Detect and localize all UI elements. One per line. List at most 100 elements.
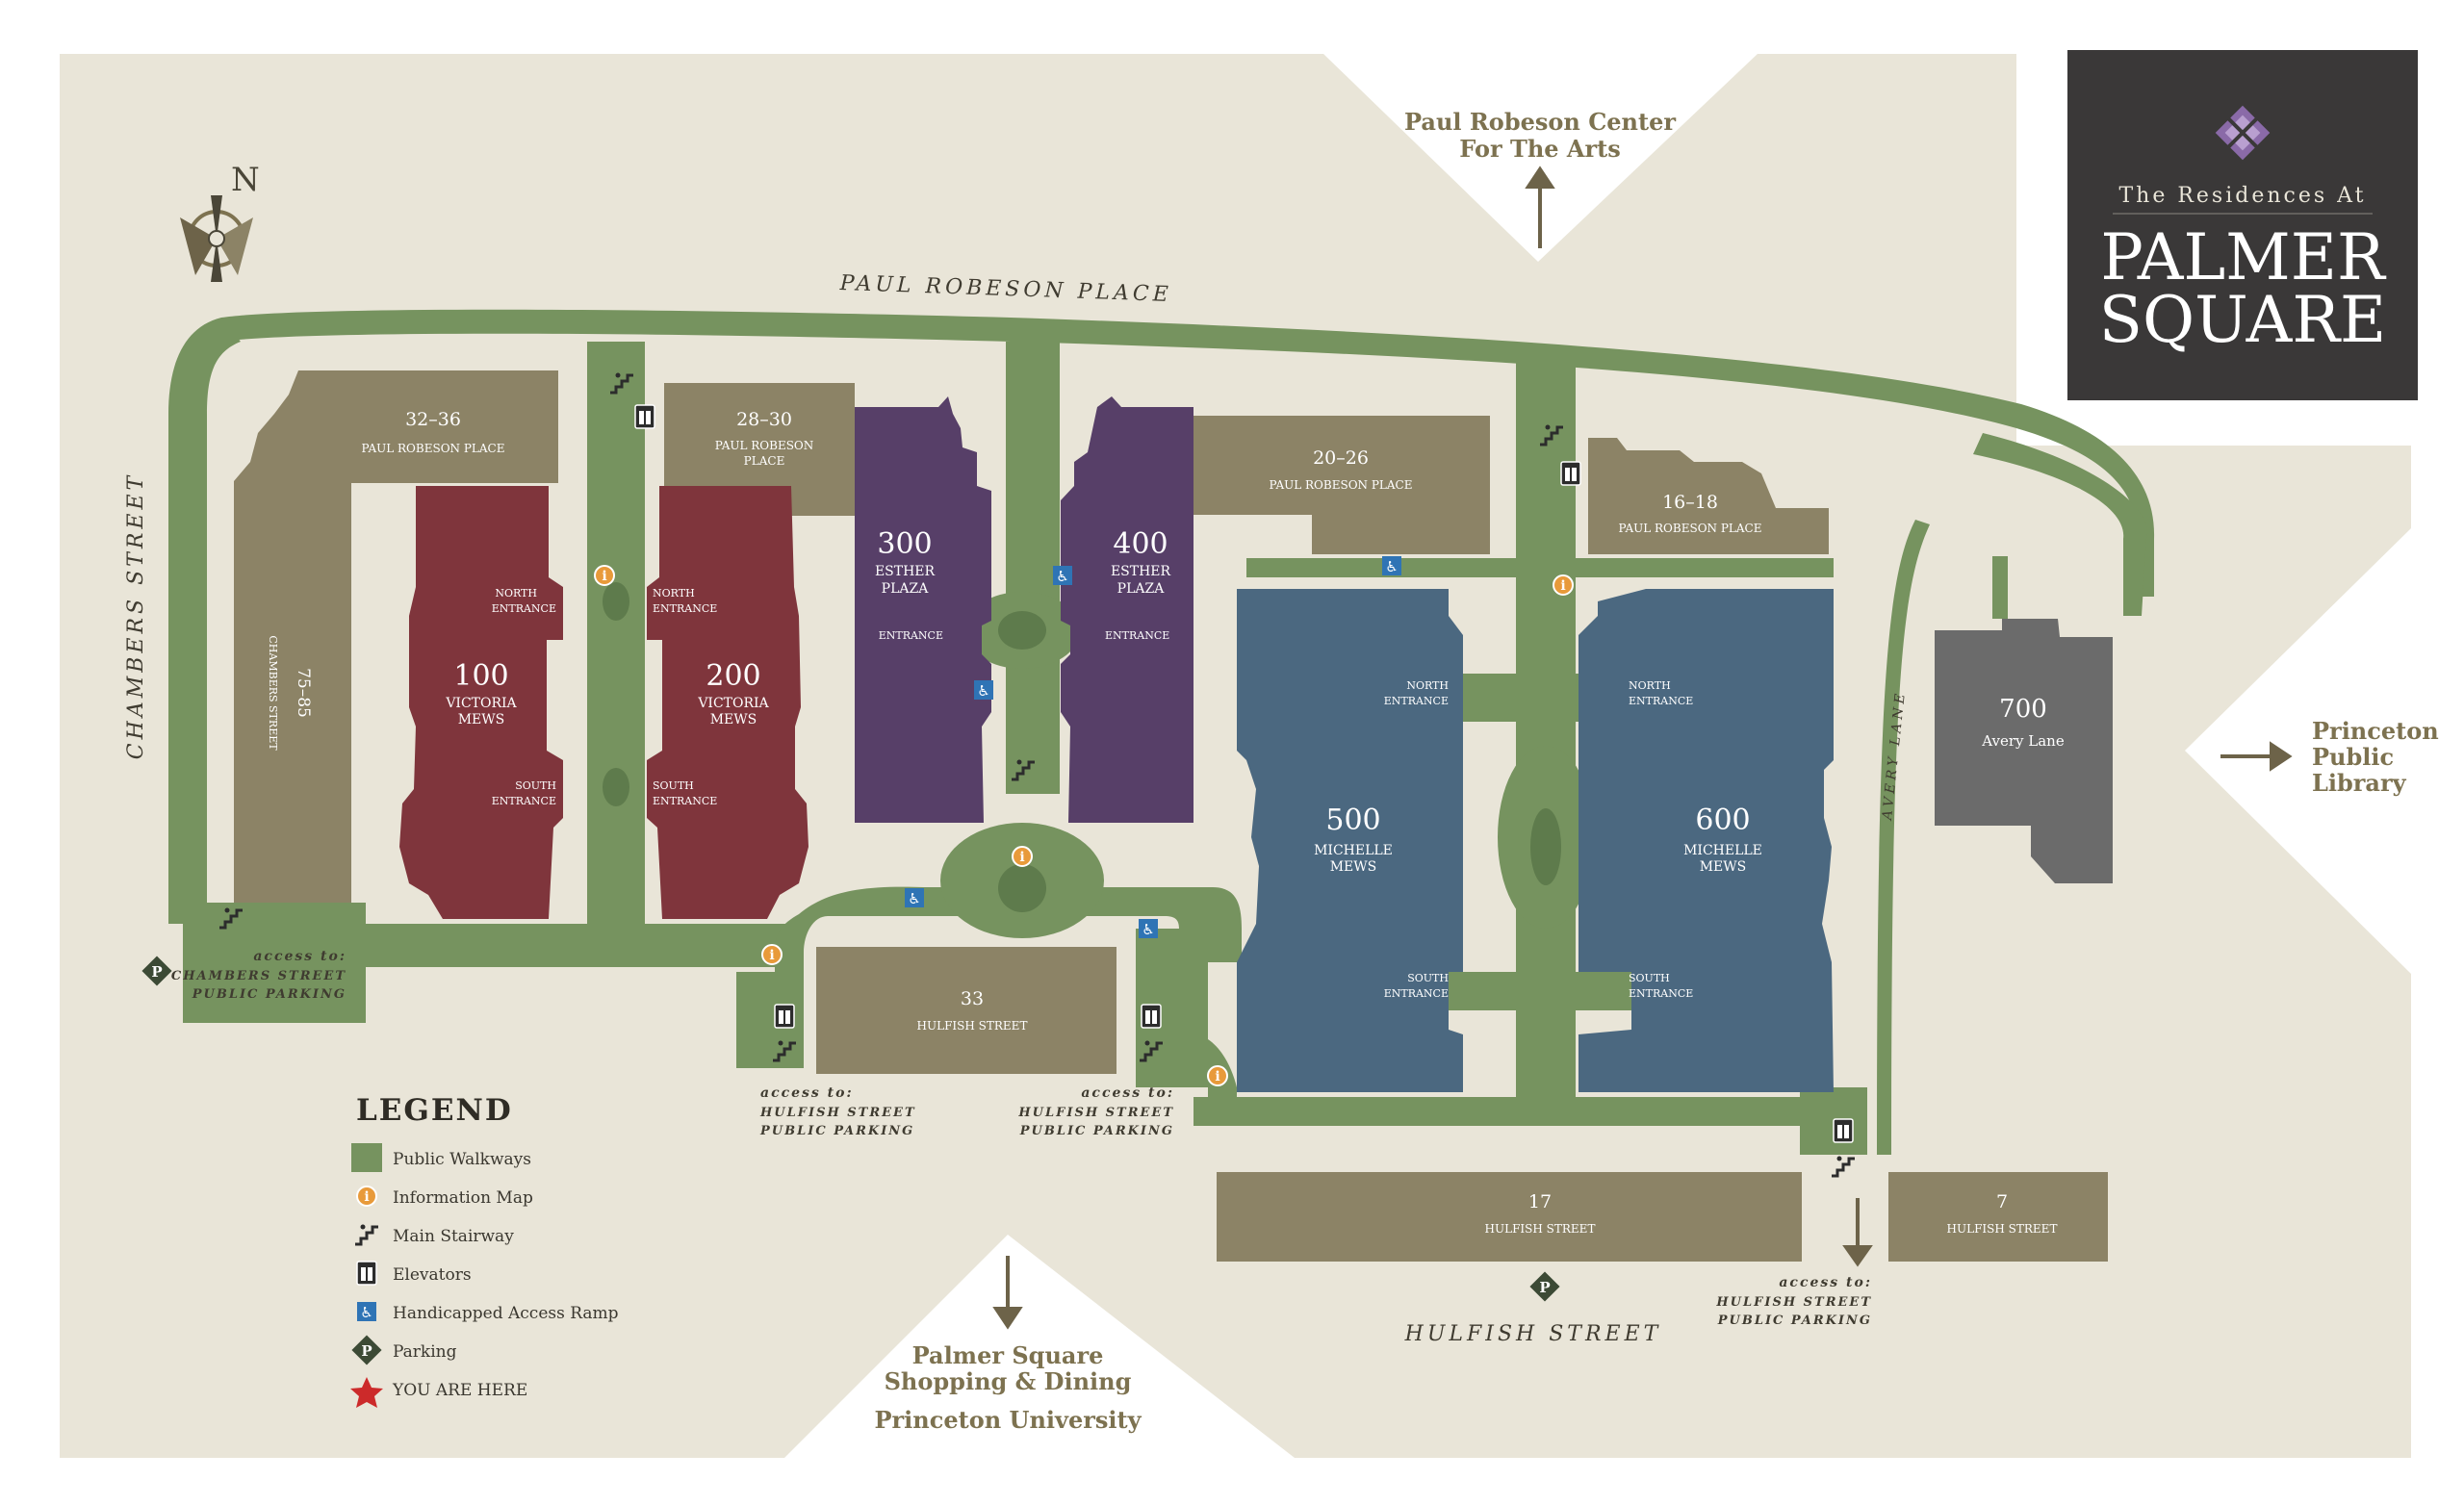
wheelchair-icon [1053, 566, 1072, 585]
building-32-36 [234, 370, 558, 903]
dest-library-1: Princeton [2312, 717, 2439, 745]
info-icon [1553, 574, 1574, 596]
dest-princeton: Princeton University [874, 1406, 1142, 1434]
dest-robeson-2: For The Arts [1459, 135, 1621, 163]
wheelchair-icon [974, 680, 993, 700]
svg-text:NORTH: NORTH [1629, 679, 1671, 692]
red-buildings [399, 486, 808, 919]
svg-text:MEWS: MEWS [710, 712, 757, 727]
svg-text:SOUTH: SOUTH [653, 779, 694, 792]
elevator-icon [634, 404, 655, 429]
svg-text:MICHELLE: MICHELLE [1314, 843, 1393, 858]
svg-text:700: 700 [1999, 695, 2047, 724]
svg-text:Main Stairway: Main Stairway [393, 1227, 514, 1246]
svg-text:PUBLIC PARKING: PUBLIC PARKING [1717, 1314, 1872, 1328]
svg-text:NORTH: NORTH [653, 587, 695, 599]
info-icon [356, 1186, 377, 1207]
svg-text:20–26: 20–26 [1313, 447, 1369, 469]
logo-line1: The Residences At [2118, 184, 2366, 208]
svg-text:HULFISH STREET: HULFISH STREET [1715, 1295, 1872, 1310]
svg-text:MEWS: MEWS [1700, 859, 1747, 875]
svg-text:CHAMBERS STREET: CHAMBERS STREET [171, 969, 346, 983]
svg-text:ENTRANCE: ENTRANCE [1629, 987, 1693, 1000]
svg-text:ENTRANCE: ENTRANCE [653, 602, 717, 615]
svg-text:HULFISH STREET: HULFISH STREET [759, 1106, 916, 1120]
beige-buildings [234, 370, 2108, 1262]
logo-line2: PALMER [2100, 220, 2387, 294]
svg-text:access to:: access to: [1081, 1085, 1174, 1101]
svg-text:100: 100 [453, 659, 508, 693]
svg-text:Information Map: Information Map [393, 1188, 533, 1208]
building-600 [1578, 589, 1834, 1092]
svg-text:access to:: access to: [253, 949, 346, 964]
building-700 [1935, 619, 2113, 883]
svg-text:access to:: access to: [1779, 1275, 1872, 1290]
building-100 [399, 486, 563, 919]
svg-text:ENTRANCE: ENTRANCE [1105, 629, 1169, 642]
svg-text:ENTRANCE: ENTRANCE [492, 795, 556, 807]
svg-text:28–30: 28–30 [736, 409, 792, 430]
legend: LEGEND Public Walkways Information Map M… [350, 1093, 619, 1408]
svg-text:VICTORIA: VICTORIA [697, 696, 769, 711]
svg-text:PAUL ROBESON PLACE: PAUL ROBESON PLACE [1618, 522, 1761, 535]
svg-text:Elevators: Elevators [393, 1265, 472, 1285]
svg-text:HULFISH STREET: HULFISH STREET [1017, 1106, 1174, 1120]
purple-buildings [855, 396, 1194, 823]
svg-text:400: 400 [1113, 527, 1168, 561]
svg-text:MEWS: MEWS [1330, 859, 1377, 875]
destination-arrows [992, 166, 2293, 1330]
legend-title: LEGEND [356, 1093, 513, 1128]
compass-north-label: N [231, 161, 260, 199]
svg-text:YOU ARE HERE: YOU ARE HERE [392, 1381, 527, 1400]
svg-text:16–18: 16–18 [1662, 492, 1718, 513]
svg-text:HULFISH STREET: HULFISH STREET [917, 1019, 1028, 1033]
wheelchair-icon [1382, 556, 1401, 575]
building-300 [855, 396, 991, 823]
elevator-icon [1560, 461, 1581, 486]
dest-palmer-1: Palmer Square [912, 1341, 1104, 1369]
svg-text:MEWS: MEWS [458, 712, 505, 727]
svg-text:300: 300 [877, 527, 932, 561]
svg-text:PAUL ROBESON PLACE: PAUL ROBESON PLACE [1269, 478, 1412, 492]
building-17 [1217, 1172, 1802, 1262]
svg-text:access to:: access to: [760, 1085, 854, 1101]
svg-text:ESTHER: ESTHER [1111, 564, 1171, 579]
svg-text:ENTRANCE: ENTRANCE [1629, 695, 1693, 707]
svg-text:SOUTH: SOUTH [1407, 972, 1449, 984]
svg-text:PAUL ROBESON PLACE: PAUL ROBESON PLACE [361, 442, 504, 455]
dest-library-2: Public [2312, 743, 2394, 771]
building-labels: 32–36 PAUL ROBESON PLACE 28–30 PAUL ROBE… [267, 409, 2065, 1236]
street-chambers: CHAMBERS STREET [124, 472, 148, 759]
access-notes: access to: CHAMBERS STREET PUBLIC PARKIN… [171, 949, 1872, 1328]
building-500 [1237, 589, 1463, 1092]
svg-text:HULFISH STREET: HULFISH STREET [1485, 1222, 1596, 1236]
logo-line3: SQUARE [2099, 283, 2386, 357]
wheelchair-icon [905, 888, 924, 907]
info-icon [594, 565, 615, 586]
svg-text:32–36: 32–36 [405, 409, 461, 430]
svg-text:ENTRANCE: ENTRANCE [653, 795, 717, 807]
building-33 [816, 947, 1116, 1074]
wheelchair-icon [357, 1302, 376, 1321]
logo: The Residences At PALMER SQUARE [2067, 50, 2418, 400]
building-200 [647, 486, 808, 919]
elevator-icon [774, 1004, 795, 1029]
svg-text:SOUTH: SOUTH [515, 779, 556, 792]
building-7 [1888, 1172, 2108, 1262]
svg-text:PAUL ROBESON: PAUL ROBESON [715, 439, 814, 452]
svg-text:Public Walkways: Public Walkways [393, 1150, 531, 1169]
svg-text:500: 500 [1325, 804, 1380, 837]
street-hulfish: HULFISH STREET [1404, 1322, 1662, 1346]
svg-text:ENTRANCE: ENTRANCE [492, 602, 556, 615]
logo-emblem-icon [2215, 105, 2271, 161]
svg-text:33: 33 [961, 988, 984, 1009]
elevator-icon [356, 1261, 377, 1286]
info-icon [1012, 846, 1033, 867]
svg-text:SOUTH: SOUTH [1629, 972, 1670, 984]
svg-text:ENTRANCE: ENTRANCE [1384, 987, 1449, 1000]
dest-palmer-2: Shopping & Dining [885, 1367, 1132, 1395]
svg-text:VICTORIA: VICTORIA [445, 696, 517, 711]
dest-robeson-1: Paul Robeson Center [1404, 108, 1676, 136]
public-walkways [168, 309, 2155, 1155]
